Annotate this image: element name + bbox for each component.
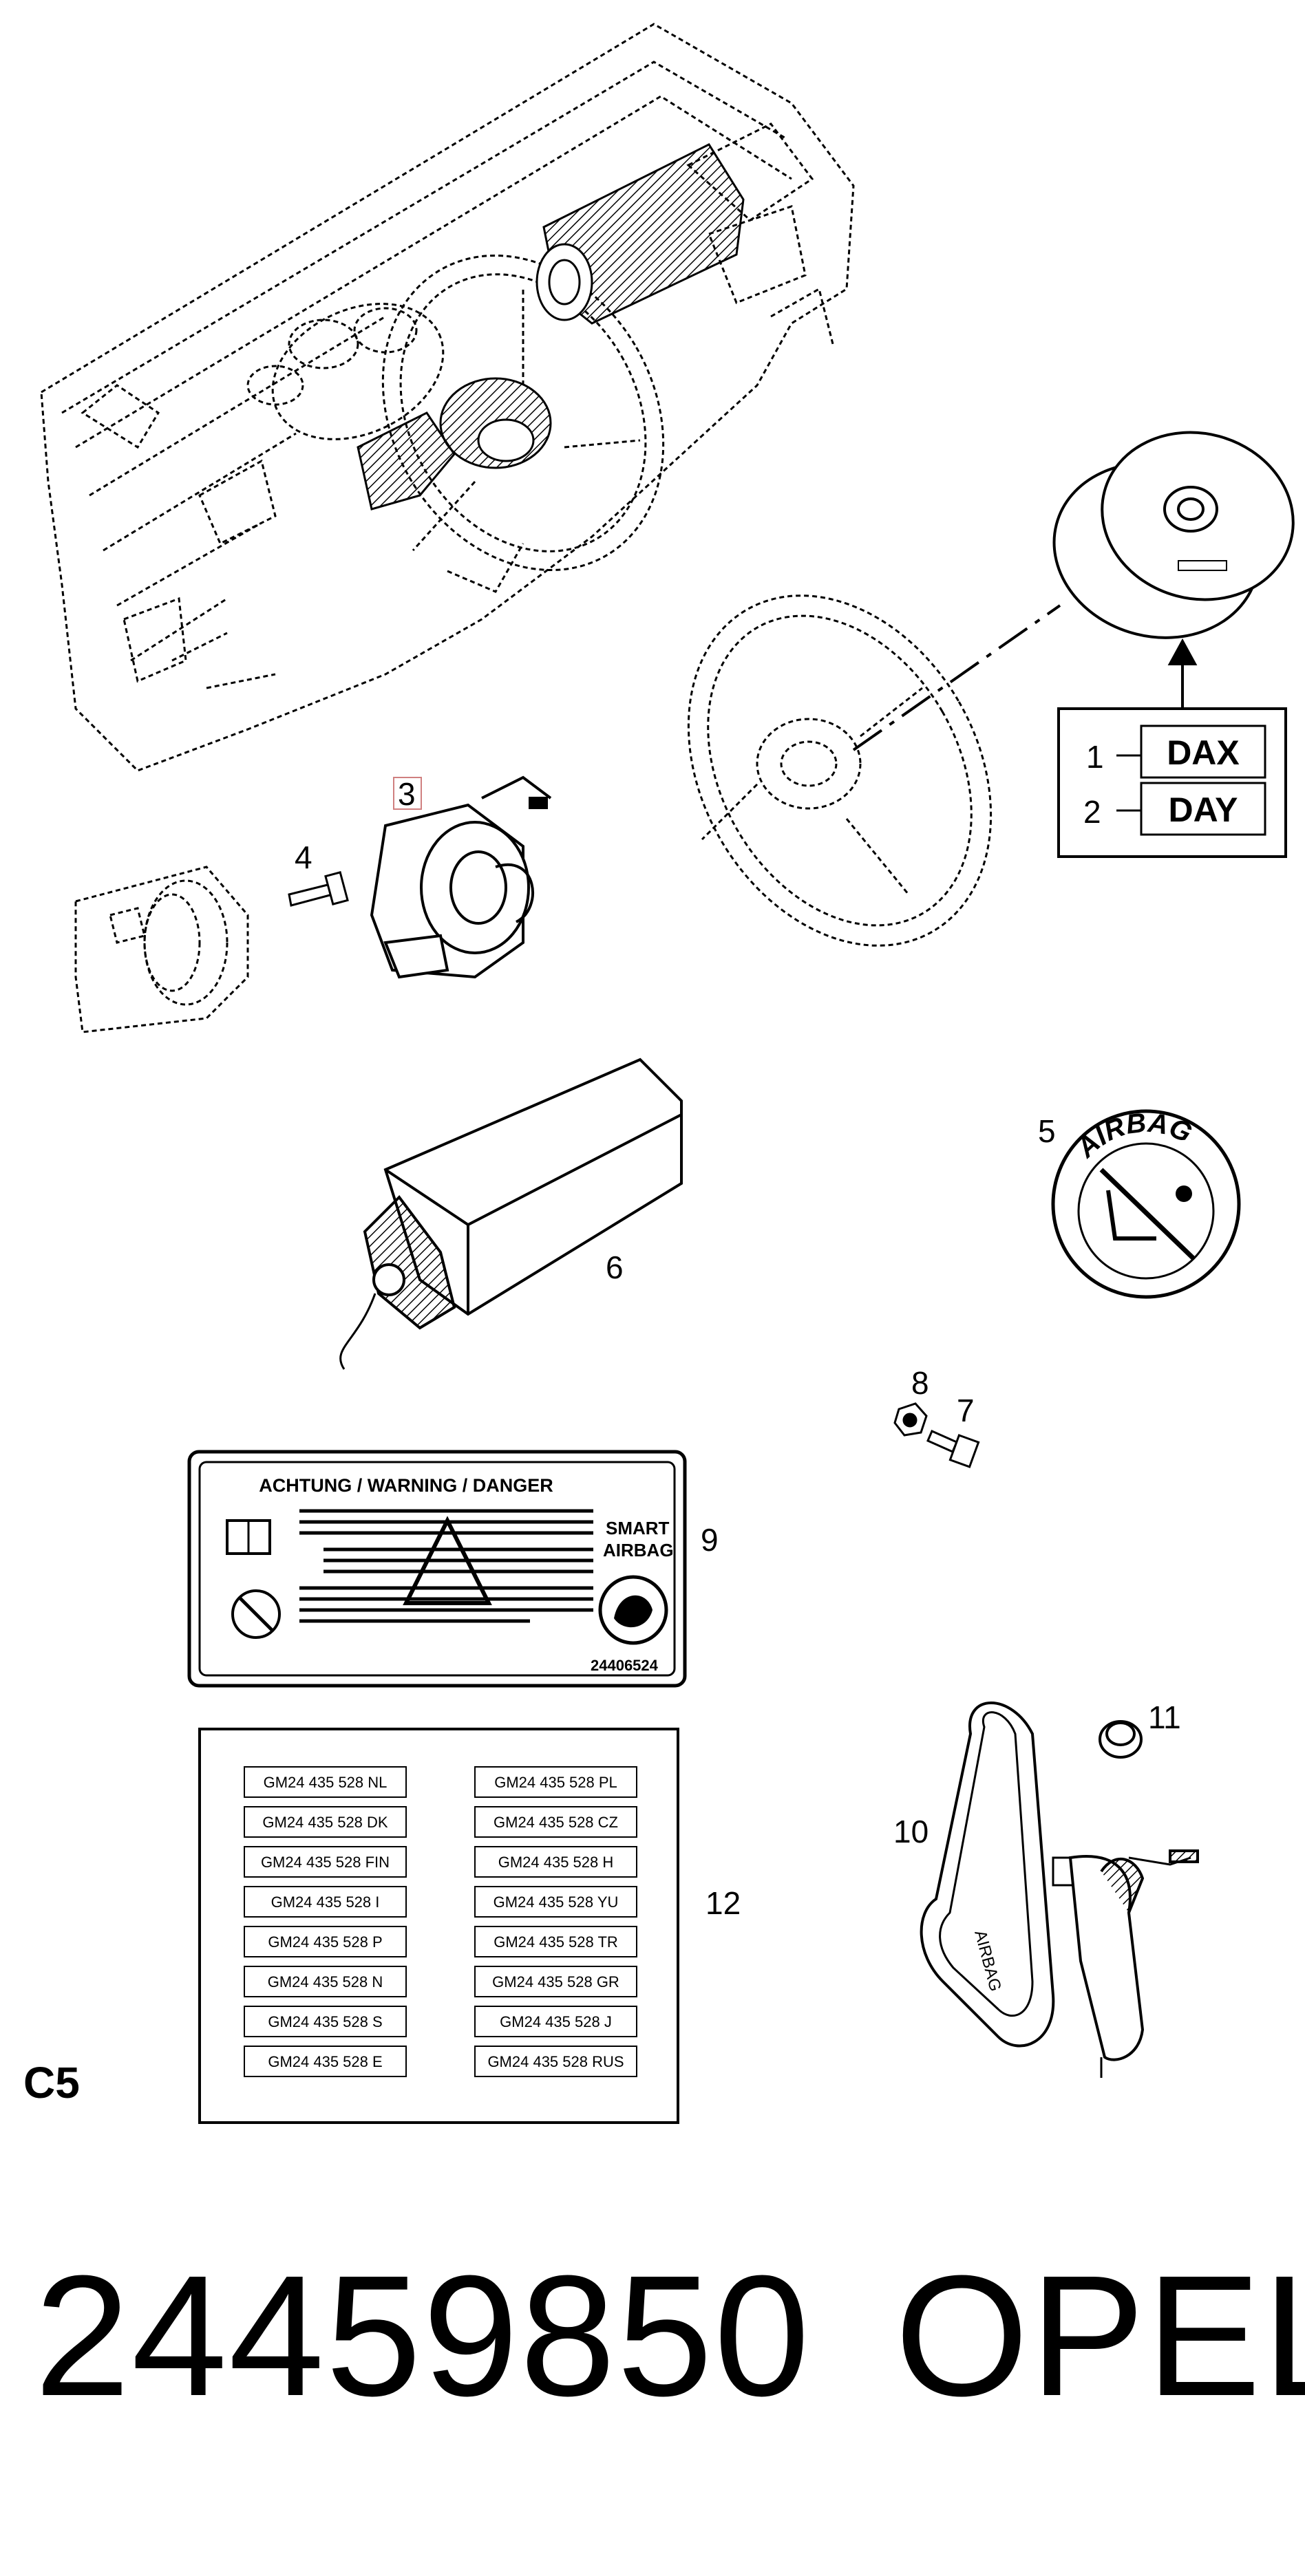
airbag-exploded-line: [852, 604, 1061, 751]
part-table-cell-text: GM24 435 528 NL: [264, 1774, 388, 1791]
part-table-right-column: GM24 435 528 PL GM24 435 528 CZ GM24 435 5…: [474, 1766, 637, 2077]
part-table-cell-text: GM24 435 528 H: [498, 1854, 614, 1871]
variant-arrow: [1167, 638, 1198, 709]
part-table-cell-text: GM24 435 528 E: [268, 2053, 382, 2070]
callout-10: 10: [893, 1814, 929, 1849]
warning-label-code: 24406524: [591, 1657, 659, 1674]
part-table-cell-text: GM24 435 528 S: [268, 2013, 382, 2030]
part-table-cell: [474, 1806, 637, 1838]
warning-label-smart: SMART: [606, 1518, 670, 1538]
airbag-warning-badge: AIRBAG: [1051, 1108, 1241, 1299]
part-table-cell: [474, 1926, 637, 1957]
part-table-cell: [474, 1846, 637, 1878]
callout-4: 4: [295, 839, 312, 875]
part-table-cell: [244, 2006, 407, 2037]
part-number-table: GM24 435 528 NL GM24 435 528 DK GM24 435 5…: [198, 1728, 679, 2124]
page-code: C5: [23, 2058, 80, 2107]
part-table-cell-text: GM24 435 528 DK: [262, 1814, 388, 1831]
part-table-cell: [244, 2046, 407, 2077]
part-table-cell-text: GM24 435 528 P: [268, 1933, 382, 1951]
warning-label-airbag: AIRBAG: [603, 1540, 674, 1560]
clip-11: [1099, 1720, 1143, 1759]
variant-day-label: DAY: [1169, 791, 1238, 829]
callout-5: 5: [1038, 1113, 1056, 1149]
part-table-cell: [244, 1926, 407, 1957]
callout-3: 3: [398, 776, 416, 812]
part-table-cell-text: GM24 435 528 TR: [494, 1933, 618, 1951]
callout-7: 7: [957, 1393, 975, 1428]
part-table-cell: [474, 2006, 637, 2037]
part-table-left-column: GM24 435 528 NL GM24 435 528 DK GM24 435 5…: [244, 1766, 407, 2077]
callout-1: 1: [1086, 739, 1104, 775]
footer-brand: OPEL: [895, 2240, 1305, 2432]
passenger-airbag-module: [339, 1058, 683, 1370]
warning-label: ACHTUNG / WARNING / DANGER SMART AIRBAG …: [187, 1450, 687, 1688]
part-table-cell: [474, 1766, 637, 1798]
part-table-cell: [474, 1966, 637, 1997]
callout-2: 2: [1083, 794, 1101, 830]
footer-part-number: 24459850: [34, 2240, 811, 2432]
screw-4: [288, 871, 349, 907]
variant-box: DAX DAY 1 2: [1057, 707, 1287, 858]
driver-airbag-module: [1052, 431, 1295, 639]
part-table-cell-text: GM24 435 528 YU: [494, 1893, 619, 1911]
nut-8: [893, 1402, 928, 1437]
callout-9: 9: [701, 1522, 719, 1558]
part-table-cell-text: GM24 435 528 RUS: [487, 2053, 624, 2070]
dashboard-illustration: [40, 23, 855, 772]
dashboard-driver-airbag: [357, 377, 552, 511]
part-table-cell: [244, 1846, 407, 1878]
callout-12: 12: [705, 1885, 741, 1921]
part-table-cell-text: GM24 435 528 I: [271, 1893, 380, 1911]
callout-3-box: [393, 777, 422, 810]
variant-dax-label: DAX: [1167, 733, 1240, 772]
callout-11: 11: [1148, 1699, 1181, 1735]
part-table-cell: [244, 1966, 407, 1997]
side-airbag-module: AIRBAG: [920, 1702, 1199, 2078]
part-table-cell-text: GM24 435 528 PL: [494, 1774, 617, 1791]
part-table-cell: [244, 1766, 407, 1798]
part-table-cell: [474, 2046, 637, 2077]
part-table-cell: [244, 1806, 407, 1838]
part-table-cell-text: GM24 435 528 FIN: [261, 1854, 390, 1871]
callout-8: 8: [911, 1365, 929, 1401]
dashboard-passenger-airbag: [535, 143, 745, 325]
part-table-cell-text: GM24 435 528 N: [268, 1973, 383, 1990]
part-table-cell-text: GM24 435 528 GR: [492, 1973, 619, 1990]
part-table-cell: [474, 1886, 637, 1918]
warning-label-heading: ACHTUNG / WARNING / DANGER: [259, 1475, 553, 1496]
clock-spring: [370, 775, 552, 979]
screw-7: [926, 1430, 980, 1468]
steering-wheel-illustration: [687, 594, 993, 947]
steering-column-shroud: [74, 866, 249, 1033]
part-table-cell-text: GM24 435 528 CZ: [494, 1814, 618, 1831]
part-table-cell-text: GM24 435 528 J: [500, 2013, 612, 2030]
callout-6: 6: [606, 1249, 624, 1285]
part-table-cell: [244, 1886, 407, 1918]
